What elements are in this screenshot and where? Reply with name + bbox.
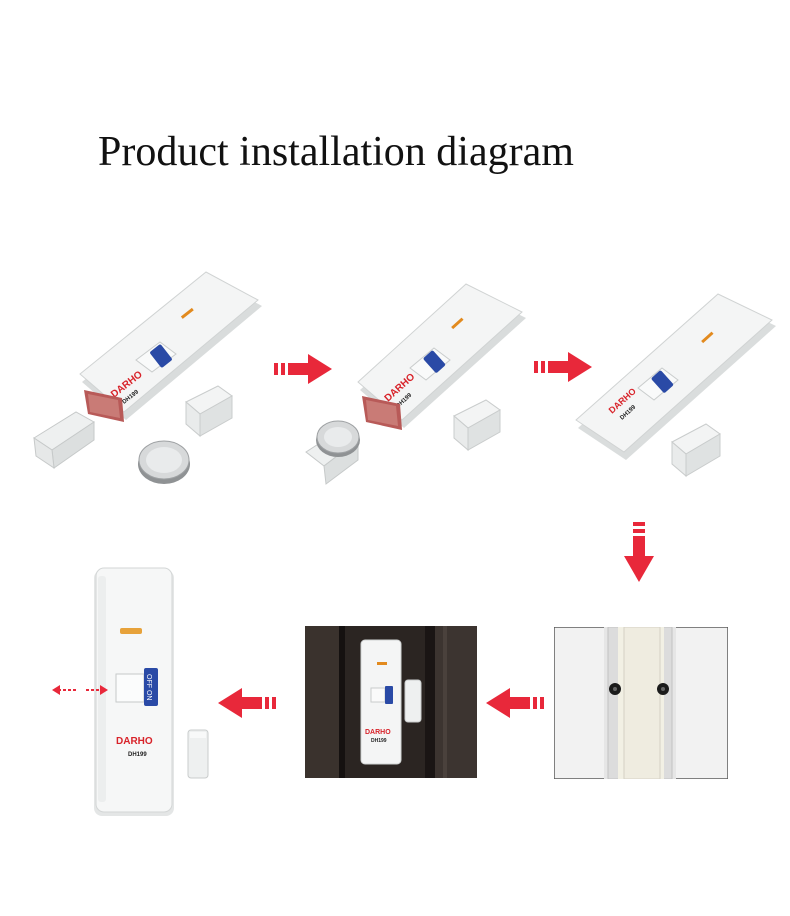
magnet-block xyxy=(187,729,209,779)
model-label: DH199 xyxy=(128,752,147,758)
step-5-mount-on-door: DARHO DH199 xyxy=(305,626,477,778)
arrow-right-1 xyxy=(274,354,332,384)
magnet-block xyxy=(185,385,233,438)
battery-cover-with-battery xyxy=(305,420,360,485)
brand-label: DARHO xyxy=(365,729,391,736)
step-3-close-cover: DARHO DH199 xyxy=(575,293,776,478)
magnet-block xyxy=(404,679,422,723)
led-window xyxy=(120,628,142,634)
step-2-insert-battery: DARHO DH199 xyxy=(305,283,526,485)
arrow-right-2 xyxy=(534,352,592,382)
double-arrow-indicator xyxy=(52,685,108,695)
battery-cover xyxy=(33,411,95,470)
step-6-switch-on: OFF ON DARHO DH199 xyxy=(52,567,209,816)
brand-label: DARHO xyxy=(116,736,153,747)
sensor-device: OFF ON DARHO DH199 xyxy=(94,567,174,816)
diagram-title: Product installation diagram xyxy=(98,129,574,175)
arrow-down xyxy=(624,522,654,582)
model-label: DH199 xyxy=(371,738,387,744)
sensor-device: DARHO DH199 xyxy=(360,639,402,765)
switch-housing xyxy=(115,673,145,703)
magnet-block xyxy=(671,423,721,478)
step-4-attach-to-frame xyxy=(554,627,728,779)
power-switch xyxy=(144,668,158,706)
sensor-device: DARHO DH199 xyxy=(79,271,262,422)
coin-battery xyxy=(138,440,190,484)
arrow-left-1 xyxy=(486,688,544,718)
arrow-left-2 xyxy=(218,688,276,718)
sensor-device: DARHO DH199 xyxy=(357,283,526,430)
magnet-block xyxy=(453,399,501,452)
switch-label: OFF ON xyxy=(145,674,152,700)
step-1-open-battery-compartment: DARHO DH199 xyxy=(33,271,262,484)
sensor-device: DARHO DH199 xyxy=(575,293,776,460)
